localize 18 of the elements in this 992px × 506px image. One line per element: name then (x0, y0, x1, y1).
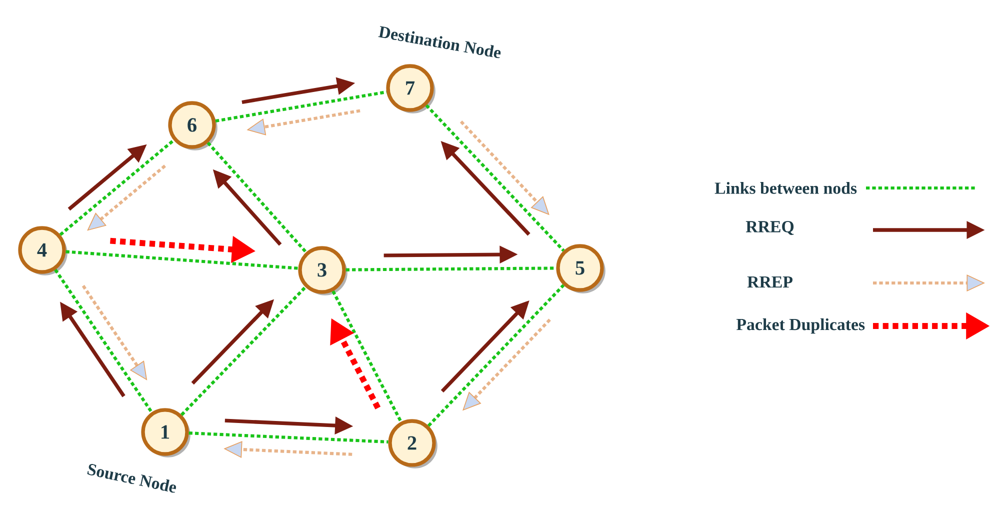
link-line (332, 290, 402, 423)
link-line (188, 432, 388, 444)
legend-label: Packet Duplicates (736, 318, 865, 334)
link-line (180, 286, 307, 416)
arrow (87, 164, 166, 231)
link-line (427, 284, 565, 427)
link-line (59, 139, 175, 236)
legend-label: Links between nods (714, 182, 857, 194)
node-caption: Source Node (87, 464, 176, 493)
link-line (66, 250, 298, 270)
legend-label: RREQ (746, 221, 794, 235)
legend-label: RREP (747, 276, 792, 288)
link-line (215, 90, 387, 123)
link-line (346, 266, 556, 272)
node-caption: Destination Node (378, 26, 501, 58)
link-line (54, 268, 153, 414)
link-line (206, 142, 308, 254)
link-line (425, 104, 565, 252)
